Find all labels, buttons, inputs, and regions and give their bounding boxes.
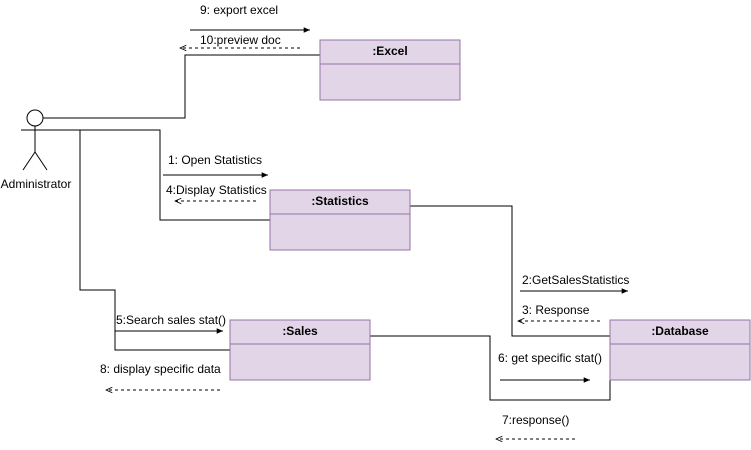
message-4-display-statistics: 4:Display Statistics bbox=[166, 183, 267, 201]
administrator-actor[interactable]: Administrator bbox=[1, 109, 72, 191]
excel-box bbox=[319, 39, 461, 101]
message-5-label: 5:Search sales stat() bbox=[116, 313, 226, 327]
message-9-export-excel: 9: export excel bbox=[190, 3, 310, 33]
object-sales[interactable]: :Sales bbox=[229, 319, 371, 381]
message-10-preview-doc: 10:preview doc bbox=[180, 33, 300, 48]
message-1-label: 1: Open Statistics bbox=[168, 153, 262, 167]
message-8-display-specific-data: 8: display specific data bbox=[100, 362, 221, 390]
sales-label: :Sales bbox=[282, 324, 318, 338]
object-excel[interactable]: :Excel bbox=[319, 39, 461, 101]
sales-box bbox=[229, 319, 371, 381]
object-database[interactable]: :Database bbox=[609, 319, 751, 381]
excel-label: :Excel bbox=[372, 44, 407, 58]
message-7-label: 7:response() bbox=[502, 413, 569, 427]
message-3-response: 3: Response bbox=[518, 303, 600, 321]
message-7-response: 7:response() bbox=[496, 413, 575, 439]
message-3-label: 3: Response bbox=[522, 303, 590, 317]
message-6-label: 6: get specific stat() bbox=[498, 351, 602, 365]
statistics-box bbox=[269, 189, 411, 251]
link-admin-excel bbox=[43, 54, 320, 119]
message-2-get-sales-statistics: 2:GetSalesStatistics bbox=[520, 273, 629, 294]
database-label: :Database bbox=[651, 324, 709, 338]
database-box bbox=[609, 319, 751, 381]
message-1-open-statistics: 1: Open Statistics bbox=[163, 153, 268, 178]
message-6-get-specific-stat: 6: get specific stat() bbox=[498, 351, 602, 383]
message-8-label: 8: display specific data bbox=[100, 362, 221, 376]
statistics-label: :Statistics bbox=[311, 194, 369, 208]
actor-head bbox=[26, 109, 44, 127]
message-9-label: 9: export excel bbox=[200, 3, 278, 17]
link-sales-database bbox=[370, 335, 611, 401]
link-admin-sales bbox=[79, 130, 230, 351]
message-5-search-sales-stat: 5:Search sales stat() bbox=[115, 313, 226, 334]
message-10-label: 10:preview doc bbox=[200, 33, 281, 47]
message-4-label: 4:Display Statistics bbox=[166, 183, 267, 197]
link-statistics-database bbox=[410, 205, 610, 337]
actor-label: Administrator bbox=[1, 177, 72, 191]
object-statistics[interactable]: :Statistics bbox=[269, 189, 411, 251]
actor-right-leg bbox=[34, 151, 48, 171]
actor-left-leg bbox=[22, 151, 36, 171]
link-admin-statistics bbox=[35, 129, 270, 221]
message-2-label: 2:GetSalesStatistics bbox=[522, 273, 629, 287]
